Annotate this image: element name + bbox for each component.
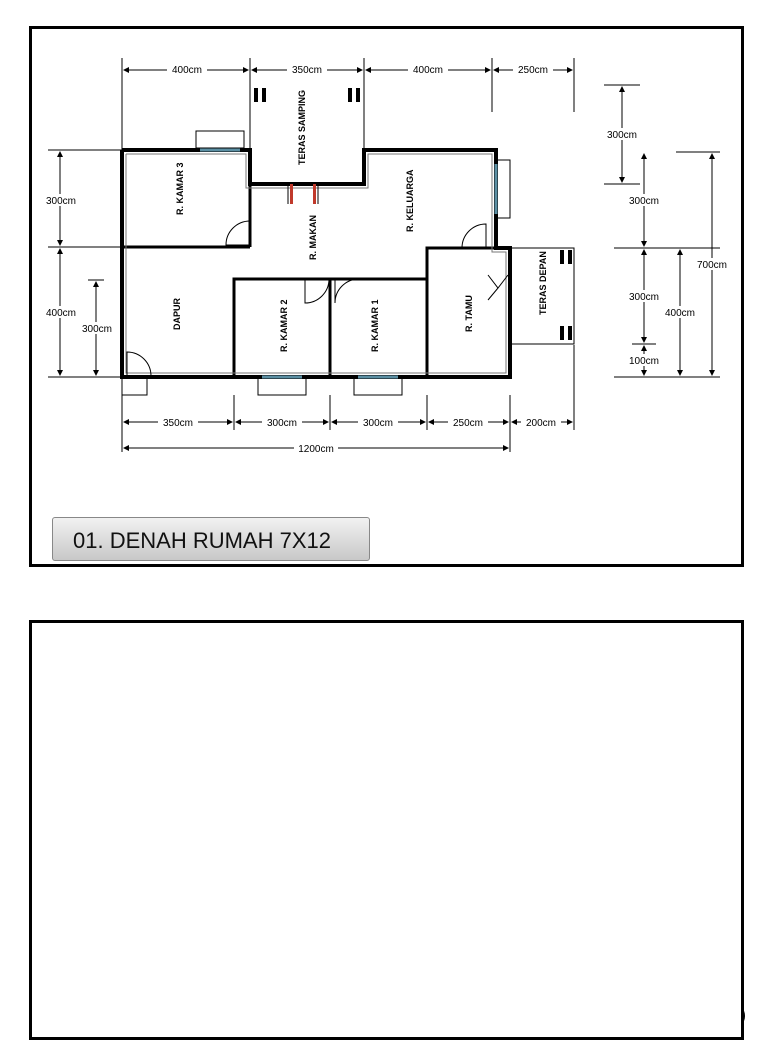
dim-bottom-3: 300cm <box>363 418 393 429</box>
p2-dim-right-5: 400cm <box>645 904 675 915</box>
dim-top-4: 250cm <box>518 65 548 76</box>
label-kolom: KOLOM 12X12 <box>154 720 222 731</box>
foundation-detail-inset <box>591 1003 745 1029</box>
p2-dim-right-6: 700cm <box>675 856 705 867</box>
dim-bottom-5: 200cm <box>526 418 556 429</box>
dim-left-1: 300cm <box>46 196 76 207</box>
p2-dim-right-3: 300cm <box>609 886 639 897</box>
dim-right-2: 300cm <box>629 196 659 207</box>
dim-left-3: 300cm <box>82 324 112 335</box>
p2-dim-bottom-2: 300cm <box>277 1015 307 1026</box>
plan-caption: 01. DENAH RUMAH 7X12 <box>52 517 370 561</box>
room-keluarga: R. KELUARGA <box>405 169 415 232</box>
dim-left-2: 400cm <box>46 308 76 319</box>
p2-dim-left-1: 300cm <box>50 790 80 801</box>
p2-dim-left-3: 300cm <box>86 920 116 931</box>
dim-right-1: 300cm <box>607 130 637 141</box>
room-kamar-3: R. KAMAR 3 <box>175 162 185 215</box>
dim-right-4: 100cm <box>629 356 659 367</box>
p2-dim-top-1: 400cm <box>179 645 209 656</box>
room-makan: R. MAKAN <box>308 215 318 260</box>
dim-bottom-1: 350cm <box>163 418 193 429</box>
room-tamu: R. TAMU <box>464 295 474 332</box>
p2-dim-bottom-5: 200cm <box>533 1015 563 1026</box>
dim-top-1: 400cm <box>172 65 202 76</box>
room-teras-samping: TERAS SAMPING <box>297 90 307 165</box>
p2-dim-top-4: 250cm <box>528 645 558 656</box>
room-kamar-2: R. KAMAR 2 <box>279 299 289 352</box>
p2-dim-top-3: 400cm <box>422 645 452 656</box>
dim-bottom-2: 300cm <box>267 418 297 429</box>
room-kamar-1: R. KAMAR 1 <box>370 299 380 352</box>
label-pondasi: PONDASI BATU KALI <box>298 844 396 855</box>
label-sloof: SLOOF 15X20 <box>414 720 480 731</box>
p2-dim-bottom-1: 350cm <box>171 1015 201 1026</box>
dim-right-5: 400cm <box>665 308 695 319</box>
dim-total: 1200cm <box>298 444 334 455</box>
dim-bottom-4: 250cm <box>453 418 483 429</box>
room-teras-depan: TERAS DEPAN <box>538 251 548 315</box>
p2-dim-right-1: 300cm <box>587 726 617 737</box>
p2-dim-top-2: 350cm <box>300 645 330 656</box>
p2-dim-bottom-4: 250cm <box>460 1015 490 1026</box>
p2-dim-right-4: 100cm <box>609 952 639 963</box>
p2-dim-bottom-3: 300cm <box>373 1015 403 1026</box>
dim-top-2: 350cm <box>292 65 322 76</box>
room-dapur: DAPUR <box>172 297 182 330</box>
p2-dim-left-2: 400cm <box>50 904 80 915</box>
dim-right-6: 700cm <box>697 260 727 271</box>
dim-right-3: 300cm <box>629 292 659 303</box>
dim-top-3: 400cm <box>413 65 443 76</box>
p2-dim-right-2: 300cm <box>609 790 639 801</box>
